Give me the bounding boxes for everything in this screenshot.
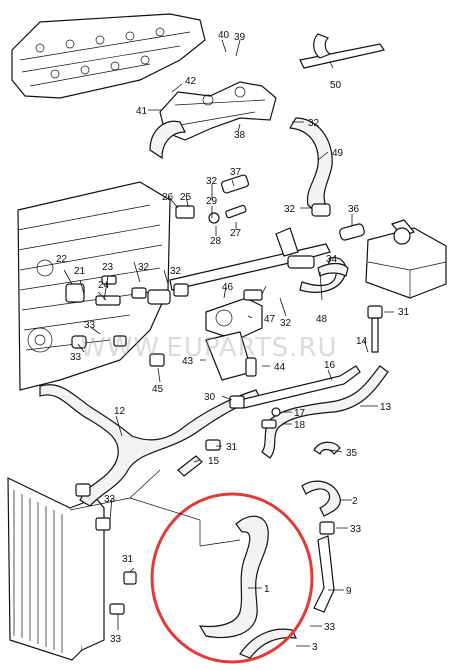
hose-1: [198, 515, 269, 639]
callout-32c: 32: [284, 204, 296, 215]
highlight-ellipse: [150, 492, 314, 664]
pipe-9: [313, 535, 335, 613]
hose-upper-left: [149, 120, 186, 160]
fitting-33-right: [319, 521, 335, 535]
leader-lines: [63, 39, 394, 647]
hose-15: [177, 455, 203, 477]
callout-48: 48: [316, 314, 328, 325]
callout-40: 40: [218, 30, 230, 41]
fittings-left: [65, 275, 165, 367]
callout-44: 44: [274, 362, 286, 373]
callout-31b: 31: [226, 442, 238, 453]
callout-18: 18: [294, 420, 306, 431]
callout-33b: 33: [70, 352, 82, 363]
callout-50: 50: [330, 80, 342, 91]
hose-2: [301, 480, 341, 517]
callout-37: 37: [230, 167, 242, 178]
hose-34: [317, 262, 349, 277]
callout-15: 15: [208, 456, 220, 467]
callout-33a: 33: [84, 320, 96, 331]
callout-13: 13: [380, 402, 392, 413]
callout-9: 9: [346, 586, 352, 597]
coolant-pipe-38: [159, 81, 277, 141]
expansion-tank: [365, 219, 447, 299]
callout-29: 29: [206, 196, 218, 207]
hose-13: [261, 365, 389, 459]
callout-33e: 33: [324, 622, 336, 633]
callout-33f: 33: [110, 634, 122, 645]
callout-36: 36: [348, 204, 360, 215]
callout-26: 26: [162, 192, 174, 203]
fitting-33-left: [75, 483, 91, 497]
callout-1: 1: [264, 584, 270, 595]
engine-block: [17, 181, 171, 391]
callout-23: 23: [102, 262, 114, 273]
fitting-31-right: [367, 305, 383, 319]
callout-32a: 32: [308, 118, 320, 129]
callout-38: 38: [234, 130, 246, 141]
hose-49: [288, 117, 333, 213]
watermark-text: WWW.EUPARTS.RU: [80, 333, 338, 363]
cylinder-head: [11, 13, 206, 99]
callout-21: 21: [74, 266, 86, 277]
callout-28: 28: [210, 236, 222, 247]
water-pump: [205, 289, 263, 381]
callout-49: 49: [332, 148, 344, 159]
callout-46: 46: [222, 282, 234, 293]
callout-17: 17: [294, 408, 306, 419]
callout-12: 12: [114, 406, 126, 417]
callout-32b: 32: [206, 176, 218, 187]
callout-42: 42: [185, 76, 197, 87]
fitting-33-radiator-bottom: [109, 603, 125, 615]
callout-32d: 32: [170, 266, 182, 277]
callout-3: 3: [312, 642, 318, 653]
callout-16: 16: [324, 360, 336, 371]
fitting-30: [229, 395, 245, 409]
callout-2: 2: [352, 496, 358, 507]
callout-33d: 33: [350, 524, 362, 535]
callout-32e: 32: [138, 262, 150, 273]
sensor-parts: [175, 174, 365, 241]
callout-32f: 32: [280, 318, 292, 329]
callout-31c: 31: [122, 554, 134, 565]
callout-39: 39: [234, 32, 246, 43]
callout-45: 45: [152, 384, 164, 395]
callout-35: 35: [346, 448, 358, 459]
hose-12: [39, 384, 261, 507]
callout-43: 43: [182, 356, 194, 367]
callout-24: 24: [98, 280, 110, 291]
hose-35: [313, 441, 341, 455]
callout-22: 22: [56, 254, 68, 265]
callout-27: 27: [230, 228, 242, 239]
callout-labels: 40 39 42 41 50 32 38 49 37 32 26 25 29 3…: [56, 30, 410, 653]
pipe-16: [239, 365, 361, 409]
fitting-31-radiator: [123, 571, 137, 585]
hose-3: [239, 628, 298, 659]
radiator: [7, 477, 105, 661]
fitting-17: [271, 407, 281, 417]
callout-41: 41: [136, 106, 148, 117]
fitting-31-mid: [205, 439, 221, 451]
callout-34: 34: [326, 254, 338, 265]
middle-coolant-pipe: [147, 227, 331, 305]
callout-30: 30: [204, 392, 216, 403]
clamp-50: [299, 33, 385, 69]
callout-31a: 31: [398, 307, 410, 318]
callout-25: 25: [180, 192, 192, 203]
callout-14: 14: [356, 336, 368, 347]
fitting-18: [261, 419, 277, 429]
pipe-14: [371, 317, 379, 353]
callout-33c: 33: [104, 494, 116, 505]
callout-47: 47: [264, 314, 276, 325]
fitting-33-radiator-top: [95, 517, 111, 531]
